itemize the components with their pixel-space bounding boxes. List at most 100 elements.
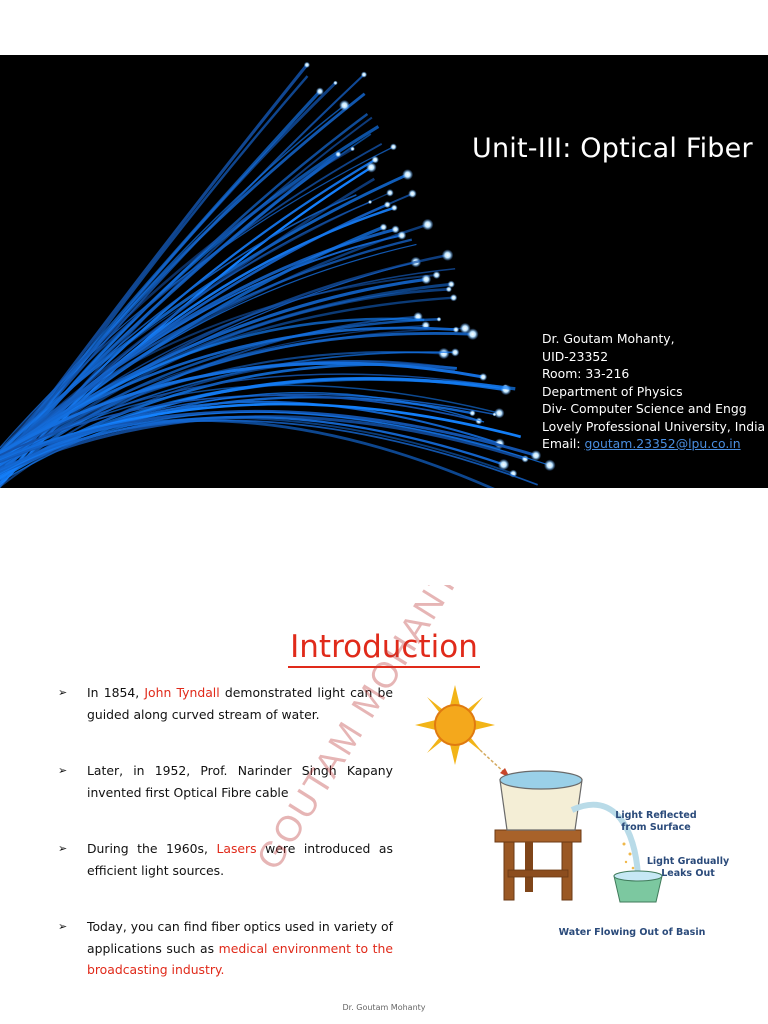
bullet-applications: ➢ Today, you can find fiber optics used … bbox=[58, 916, 393, 981]
fiber-tip-glow bbox=[389, 143, 397, 151]
fiber-tip-glow bbox=[390, 204, 398, 212]
bullet-arrow-icon: ➢ bbox=[58, 920, 68, 933]
leaking-light-dots bbox=[622, 842, 635, 870]
fiber-strand bbox=[0, 384, 500, 467]
bullet-text: In 1854, bbox=[87, 685, 145, 700]
fiber-tip-glow bbox=[339, 99, 350, 111]
fiber-tip-glow bbox=[530, 450, 542, 461]
fiber-tip-glow bbox=[367, 199, 373, 205]
label-leaks-out: Leaks Out bbox=[661, 868, 715, 879]
sun-icon bbox=[415, 685, 495, 765]
fiber-tip-glow bbox=[335, 151, 342, 158]
fiber-tip-glow bbox=[543, 459, 556, 472]
water-basin-icon bbox=[499, 770, 583, 831]
fiber-strand bbox=[0, 417, 514, 475]
fiber-tip-glow bbox=[466, 328, 479, 341]
bullet-arrow-icon: ➢ bbox=[58, 686, 68, 699]
slide-footer: Dr. Goutam Mohanty bbox=[342, 1003, 426, 1012]
fiber-tip-glow bbox=[379, 223, 388, 231]
fiber-strand bbox=[0, 400, 501, 476]
fiber-tip-glow bbox=[303, 61, 311, 68]
author-university: Lovely Professional University, India bbox=[542, 418, 766, 434]
fiber-tip-glow bbox=[479, 372, 488, 381]
fiber-strand bbox=[0, 173, 409, 454]
bullet-kapany: ➢ Later, in 1952, Prof. Narinder Singh K… bbox=[58, 760, 393, 803]
email-label: Email: bbox=[542, 436, 581, 451]
fiber-tip-glow bbox=[386, 189, 394, 197]
fiber-strand bbox=[0, 147, 354, 454]
tyndall-experiment-illustration: Light Reflected from Surface Light Gradu… bbox=[415, 685, 730, 938]
author-division: Div- Computer Science and Engg bbox=[542, 401, 747, 416]
fiber-tip-glow bbox=[391, 225, 400, 234]
fiber-tip-glow bbox=[447, 280, 455, 288]
bullet-arrow-icon: ➢ bbox=[58, 764, 68, 777]
fiber-strand bbox=[0, 394, 480, 457]
fiber-strand bbox=[0, 274, 437, 459]
bullet-arrow-icon: ➢ bbox=[58, 842, 68, 855]
label-light-gradually: Light Gradually bbox=[647, 856, 730, 867]
fiber-tip-glow bbox=[383, 201, 391, 209]
fiber-tip-glow bbox=[445, 286, 452, 293]
receiving-bowl-icon bbox=[613, 870, 663, 903]
fiber-tip-glow bbox=[408, 189, 417, 199]
fiber-tip-glow bbox=[360, 71, 368, 78]
fiber-tip-glow bbox=[449, 294, 458, 302]
bullet-text: Later, in 1952, Prof. Narinder Singh Kap… bbox=[87, 763, 393, 800]
bullet-text: Today, you can find fiber optics used in… bbox=[87, 919, 393, 956]
fiber-tip-glow bbox=[492, 412, 497, 417]
fiber-tip-glow bbox=[397, 230, 407, 240]
introduction-title: Introduction bbox=[0, 629, 768, 668]
fiber-strand bbox=[0, 277, 427, 456]
fiber-tip-glow bbox=[497, 458, 510, 471]
bullet-tyndall: ➢ In 1854, John Tyndall demonstrated lig… bbox=[58, 682, 393, 725]
fiber-strand bbox=[0, 146, 394, 449]
light-ray-arrow-icon bbox=[479, 749, 510, 778]
author-info: Dr. Goutam Mohanty, UID-23352 Room: 33-2… bbox=[542, 330, 765, 453]
fiber-tip-glow bbox=[333, 80, 338, 86]
fiber-strand bbox=[0, 326, 457, 457]
slide-title: Unit-III: Optical Fiber bbox=[472, 133, 753, 164]
fiber-strand bbox=[0, 411, 550, 475]
fiber-strand bbox=[0, 238, 413, 456]
fiber-strand bbox=[0, 192, 391, 450]
label-water-flowing: Water Flowing Out of Basin bbox=[559, 927, 706, 938]
fiber-tip-glow bbox=[436, 316, 442, 322]
fiber-tip-glow bbox=[402, 169, 414, 181]
water-stream bbox=[570, 801, 641, 876]
fiber-tip-glow bbox=[315, 87, 324, 96]
label-from-surface: from Surface bbox=[621, 822, 690, 833]
fiber-tip-glow bbox=[366, 162, 377, 173]
fiber-tip-glow bbox=[438, 347, 450, 360]
fiber-tip-glow bbox=[494, 407, 505, 419]
bullet-lasers: ➢ During the 1960s, Lasers were introduc… bbox=[58, 838, 393, 881]
optical-fiber-image bbox=[0, 61, 556, 488]
introduction-slide: Introduction ➢ In 1854, John Tyndall dem… bbox=[0, 585, 768, 1024]
email-link[interactable]: goutam.23352@lpu.co.in bbox=[584, 436, 741, 451]
author-name: Dr. Goutam Mohanty, bbox=[542, 331, 675, 346]
introduction-title-text: Introduction bbox=[288, 629, 480, 668]
fiber-tip-glow bbox=[421, 218, 434, 231]
author-email-row: Email: goutam.23352@lpu.co.in bbox=[542, 435, 765, 453]
fiber-tip-glow bbox=[421, 274, 432, 285]
author-uid: UID-23352 bbox=[542, 348, 609, 364]
fiber-strand bbox=[0, 194, 357, 461]
fiber-tip-glow bbox=[469, 409, 476, 417]
fiber-tip-glow bbox=[441, 249, 454, 261]
fiber-strand bbox=[0, 419, 495, 488]
fiber-tip-glow bbox=[450, 348, 460, 357]
author-room: Room: 33-216 bbox=[542, 366, 630, 381]
fiber-tip-glow bbox=[371, 155, 379, 164]
author-department: Department of Physics bbox=[542, 383, 683, 399]
fiber-tip-glow bbox=[432, 271, 441, 280]
bullet-highlight: John Tyndall bbox=[144, 685, 220, 700]
fiber-strand bbox=[0, 361, 484, 455]
bullet-highlight: medical environment to the broadcasting … bbox=[87, 940, 393, 978]
fiber-tip-glow bbox=[452, 326, 460, 333]
fiber-tip-glow bbox=[350, 146, 355, 152]
bullet-text-tail: demonstrated light can be guided along c… bbox=[87, 685, 394, 722]
bullet-highlight: Lasers bbox=[216, 841, 257, 856]
fiber-strand bbox=[0, 143, 383, 455]
title-slide: Unit-III: Optical Fiber Dr. Goutam Mohan… bbox=[0, 55, 768, 488]
bullet-text: During the 1960s, bbox=[87, 841, 217, 856]
stool-icon bbox=[494, 829, 582, 901]
